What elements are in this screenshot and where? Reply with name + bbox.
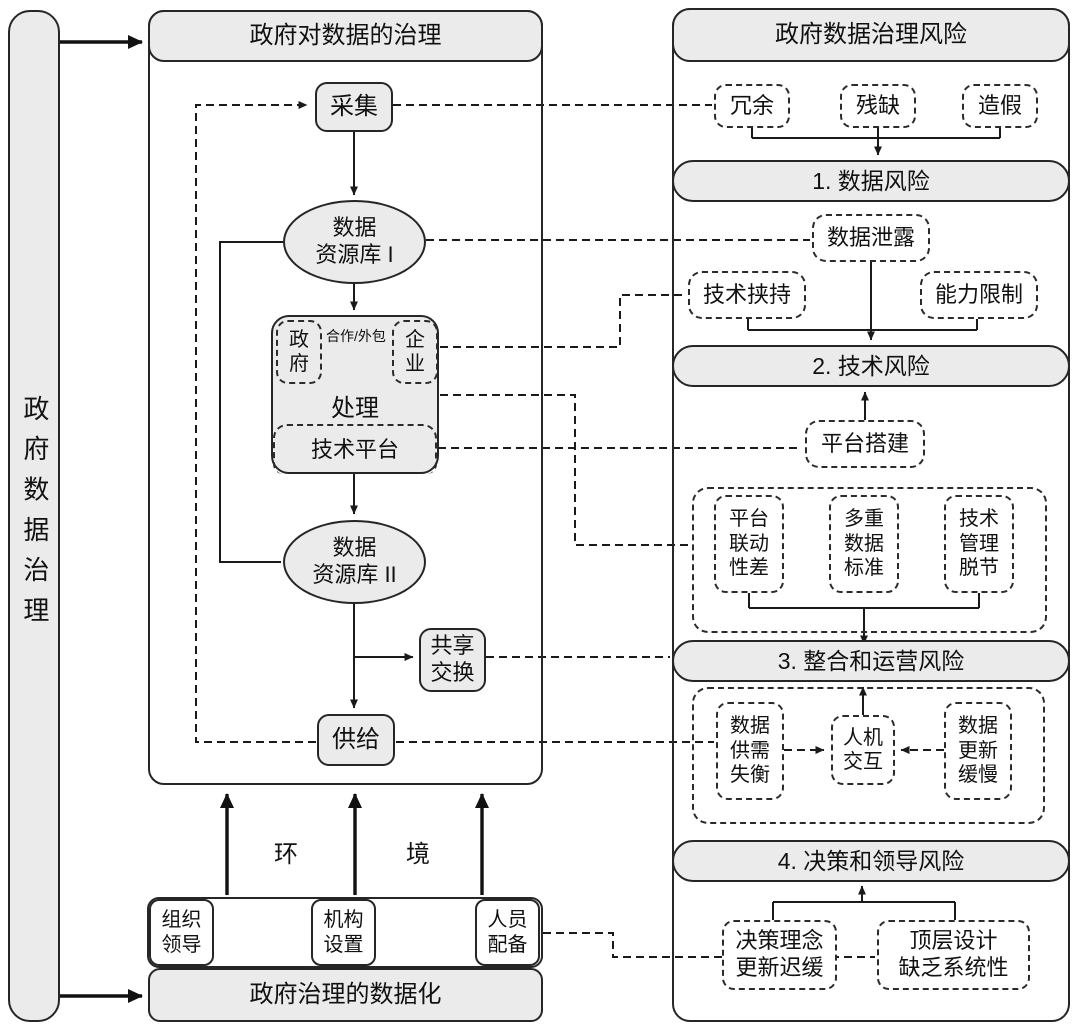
tech-platform-subnode: 技术平台 xyxy=(273,424,437,474)
environment-label-right: 境 xyxy=(406,841,430,868)
link-supply-loop-to-collect xyxy=(195,101,316,743)
process-label: 处理 xyxy=(331,395,379,422)
risk1-data-risk: 1. 数据风险 xyxy=(672,160,1070,202)
staffing-node: 人员 配备 xyxy=(475,899,540,966)
link-process-to-integration-group xyxy=(440,394,690,546)
bracket-risk1 xyxy=(751,128,1001,139)
org-setup-node: 机构 设置 xyxy=(311,899,376,966)
risk3-integration-risk: 3. 整合和运营风险 xyxy=(672,640,1070,682)
enterprise-subnode: 企 业 xyxy=(392,320,438,384)
org-leadership-node: 组织 领导 xyxy=(149,899,214,966)
operation-causes-group xyxy=(692,687,1045,824)
bracket-risk4 xyxy=(772,901,956,920)
risk4-decision-risk: 4. 决策和领导风险 xyxy=(672,840,1070,882)
left-bar-label: 政府数据治理 xyxy=(19,395,50,637)
management-disconnect-node: 技术 管理 脱节 xyxy=(944,495,1014,593)
link-enterprise-to-hijack xyxy=(440,294,685,348)
platform-linkage-node: 平台 联动 性差 xyxy=(714,495,784,593)
decision-concept-node: 决策理念 更新迟缓 xyxy=(722,920,837,990)
government-subnode: 政 府 xyxy=(276,320,322,384)
integration-causes-group xyxy=(692,487,1047,633)
cooperation-outsourcing-label: 合作/外包 xyxy=(326,328,386,344)
redundancy-node: 冗余 xyxy=(714,84,790,128)
right-panel-title: 政府数据治理风险 xyxy=(672,8,1070,62)
supply-node: 供给 xyxy=(317,714,395,766)
slow-update-node: 数据 更新 缓慢 xyxy=(944,702,1012,800)
left-panel-footer: 政府治理的数据化 xyxy=(148,968,543,1022)
tech-hijack-node: 技术挟持 xyxy=(688,271,806,319)
bracket-risk2 xyxy=(747,319,978,331)
risk-brackets xyxy=(747,128,1001,920)
data-repository-1-node: 数据 资源库 I xyxy=(283,200,426,284)
multiple-standards-node: 多重 数据 标准 xyxy=(829,495,899,593)
incomplete-node: 残缺 xyxy=(840,84,916,128)
risk2-tech-risk: 2. 技术风险 xyxy=(672,345,1070,387)
supply-demand-imbalance-node: 数据 供需 失衡 xyxy=(716,702,784,800)
data-leak-node: 数据泄露 xyxy=(812,214,930,262)
thick-arrows xyxy=(60,35,489,1003)
capability-limit-node: 能力限制 xyxy=(920,271,1038,319)
falsify-node: 造假 xyxy=(962,84,1038,128)
environment-label-left: 环 xyxy=(274,841,298,868)
left-bar-government-data-governance: 政府数据治理 xyxy=(8,10,60,1022)
platform-build-node: 平台搭建 xyxy=(805,420,925,468)
top-design-node: 顶层设计 缺乏系统性 xyxy=(877,920,1030,990)
loop-repo2-repo1 xyxy=(219,241,283,563)
left-panel-title: 政府对数据的治理 xyxy=(148,10,543,62)
human-machine-interaction-node: 人机 交互 xyxy=(831,715,895,785)
process-box xyxy=(271,315,439,474)
data-repository-2-node: 数据 资源库 II xyxy=(283,520,426,604)
share-exchange-node: 共享 交换 xyxy=(419,628,486,692)
collect-node: 采集 xyxy=(315,82,393,132)
